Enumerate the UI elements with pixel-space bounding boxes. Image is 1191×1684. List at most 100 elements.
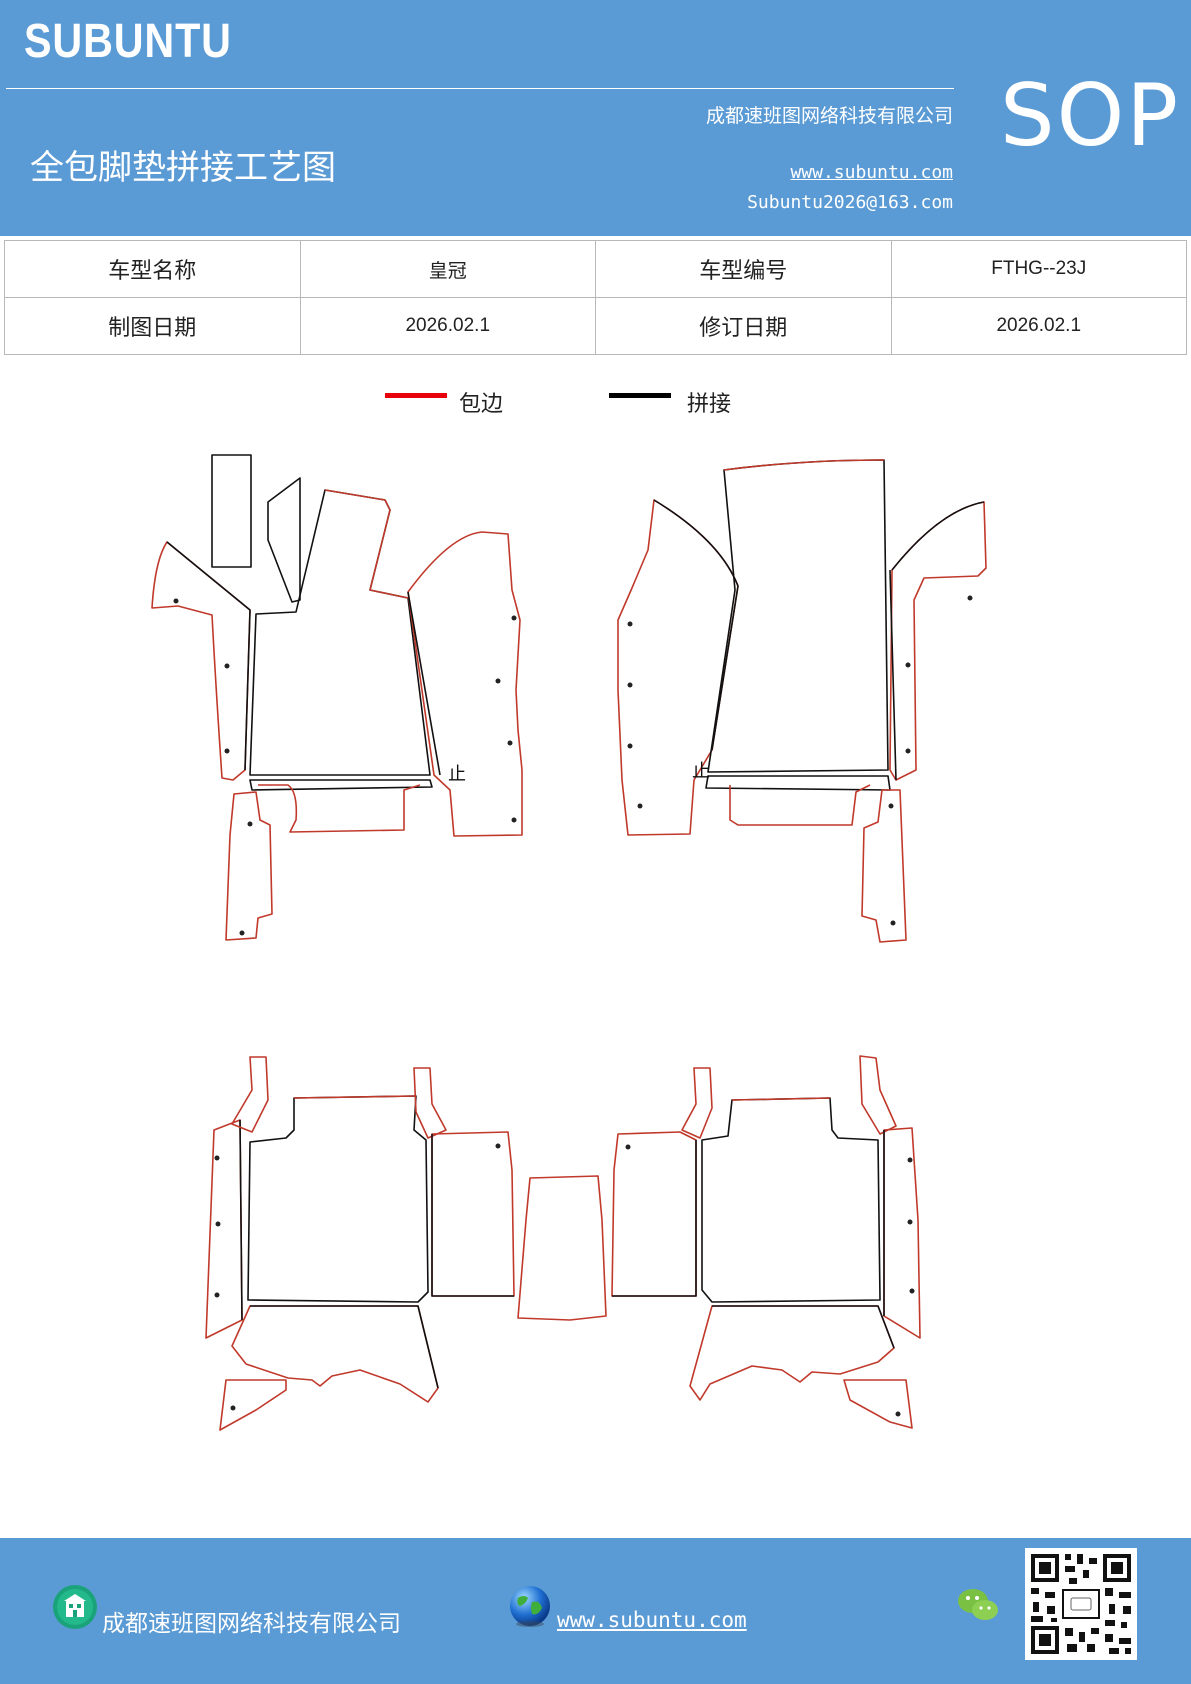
- fastener-hole: [507, 740, 513, 746]
- fastener-hole: [895, 1411, 901, 1417]
- mat-piece: [705, 775, 891, 791]
- mat-piece: [431, 1131, 515, 1297]
- fastener-hole: [215, 1221, 221, 1227]
- info-table: 车型名称 皇冠 车型编号 FTHG--23J 制图日期 2026.02.1 修订…: [4, 240, 1187, 355]
- fastener-hole: [495, 1143, 501, 1149]
- fastener-hole: [230, 1405, 236, 1411]
- model-code-value: FTHG--23J: [890, 240, 1187, 298]
- mat-piece: [249, 489, 431, 776]
- fastener-holes: [173, 595, 973, 1417]
- footer-website-link[interactable]: www.subuntu.com: [557, 1608, 747, 1632]
- footer-banner: 成都速班图网络科技有限公司 www.subuntu.com: [0, 1538, 1191, 1684]
- fastener-hole: [224, 748, 230, 754]
- seam-line: [250, 1305, 439, 1389]
- fastener-hole: [495, 678, 501, 684]
- fastener-hole: [625, 1144, 631, 1150]
- model-code-label: 车型编号: [595, 240, 892, 298]
- rear-pieces: [205, 1055, 921, 1431]
- mat-piece: [861, 789, 907, 943]
- seam-line: [431, 1134, 514, 1297]
- header-website-link[interactable]: www.subuntu.com: [790, 162, 953, 183]
- mat-piece: [729, 784, 871, 826]
- mat-piece: [617, 499, 739, 836]
- legend: 包边 拼接: [0, 386, 1191, 426]
- fastener-hole: [637, 803, 643, 809]
- seam-line: [612, 1140, 697, 1297]
- fastener-hole: [890, 920, 896, 926]
- fastener-hole: [627, 743, 633, 749]
- fastener-hole: [247, 821, 253, 827]
- building-icon: [53, 1585, 97, 1629]
- globe-icon: [510, 1586, 550, 1627]
- mat-piece: [681, 1067, 713, 1139]
- mat-piece: [249, 779, 433, 791]
- mat-piece: [407, 531, 523, 837]
- mat-piece: [889, 501, 987, 781]
- mat-piece: [258, 784, 421, 833]
- header-banner: SUBUNTU 成都速班图网络科技有限公司 全包脚垫拼接工艺图 www.subu…: [0, 0, 1191, 236]
- fastener-hole: [907, 1219, 913, 1225]
- header-company: 成都速班图网络科技有限公司: [705, 105, 953, 127]
- edge-line: [731, 1097, 831, 1101]
- edge-line: [324, 489, 409, 599]
- wechat-icon[interactable]: [956, 1586, 1000, 1626]
- fastener-hole: [909, 1288, 915, 1294]
- fastener-hole: [224, 663, 230, 669]
- mat-piece: [843, 1379, 913, 1429]
- revise-date-value: 2026.02.1: [890, 297, 1187, 355]
- edge-line: [293, 1095, 417, 1099]
- mat-piece: [611, 1131, 697, 1297]
- model-name-value: 皇冠: [299, 240, 596, 298]
- mat-piece: [205, 1119, 243, 1339]
- seam-line: [239, 1119, 243, 1321]
- fastener-hole: [907, 1157, 913, 1163]
- mat-piece: [231, 1056, 269, 1133]
- sop-badge: SOP: [1000, 66, 1181, 166]
- mat-piece: [689, 1305, 895, 1401]
- fastener-hole: [888, 803, 894, 809]
- mat-piece: [517, 1175, 607, 1321]
- mat-piece: [151, 541, 251, 781]
- fastener-hole: [967, 595, 973, 601]
- front-right-pieces: 止: [617, 459, 987, 943]
- legend-seam-label: 拼接: [687, 392, 732, 417]
- brand-logo: SUBUNTU: [24, 15, 232, 68]
- fastener-hole: [905, 662, 911, 668]
- seam-line: [712, 1305, 895, 1349]
- fastener-hole: [214, 1292, 220, 1298]
- fastener-hole: [627, 682, 633, 688]
- header-divider: [6, 88, 954, 89]
- legend-seam-swatch: [609, 393, 671, 398]
- floor-mat-drawing: 止 止: [151, 454, 987, 1431]
- stop-mark: 止: [448, 764, 466, 785]
- fastener-hole: [214, 1155, 220, 1161]
- seam-line: [407, 591, 441, 776]
- fastener-hole: [905, 748, 911, 754]
- edge-line: [723, 459, 885, 471]
- model-name-label: 车型名称: [4, 240, 301, 298]
- mat-piece: [211, 454, 252, 568]
- mat-piece: [413, 1067, 447, 1139]
- mat-piece: [225, 791, 273, 941]
- mat-piece: [859, 1055, 897, 1135]
- header-email: Subuntu2026@163.com: [747, 192, 953, 213]
- fastener-hole: [627, 621, 633, 627]
- mat-piece: [267, 477, 301, 603]
- fastener-hole: [511, 615, 517, 621]
- mat-piece: [247, 1095, 429, 1303]
- front-left-pieces: 止: [151, 454, 523, 941]
- fastener-hole: [239, 930, 245, 936]
- draw-date-label: 制图日期: [4, 297, 301, 355]
- legend-edge-swatch: [385, 393, 447, 398]
- mat-piece: [219, 1379, 287, 1431]
- fastener-hole: [511, 817, 517, 823]
- mat-piece: [231, 1305, 439, 1403]
- page-title: 全包脚垫拼接工艺图: [30, 148, 336, 188]
- qr-code: [1025, 1548, 1137, 1660]
- mat-piece: [707, 459, 889, 773]
- legend-edge-label: 包边: [459, 392, 504, 417]
- mat-piece: [701, 1097, 881, 1303]
- table-row: 制图日期 2026.02.1 修订日期 2026.02.1: [4, 297, 1187, 355]
- seam-line: [653, 499, 739, 751]
- revise-date-label: 修订日期: [595, 297, 892, 355]
